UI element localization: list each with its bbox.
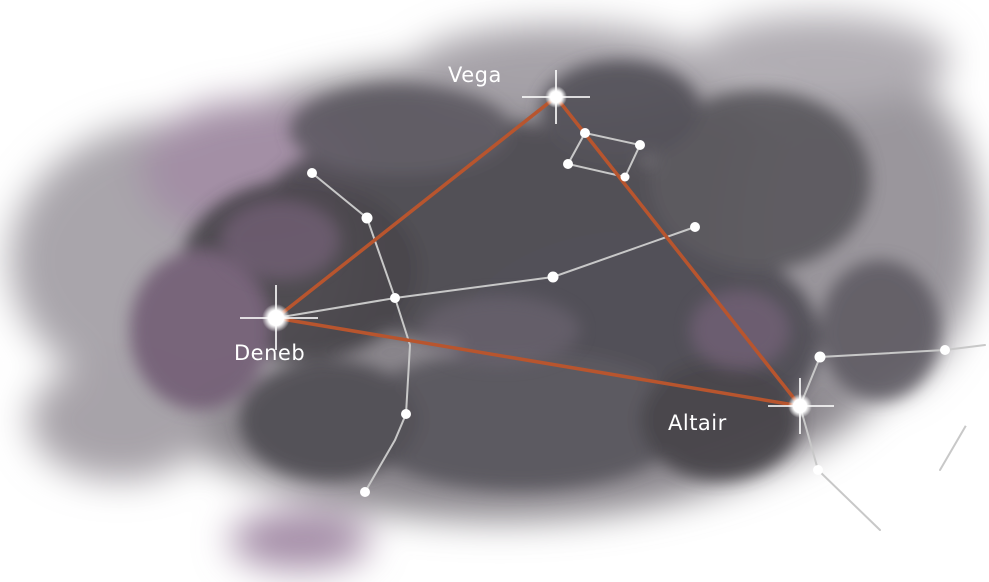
star-label-vega: Vega xyxy=(448,63,502,87)
star-dot xyxy=(813,465,823,475)
star-dot xyxy=(362,213,373,224)
star-dot xyxy=(548,272,559,283)
star-dot xyxy=(690,222,700,232)
aquila-line-right xyxy=(940,422,968,470)
star-dot xyxy=(621,173,630,182)
star-dot xyxy=(563,159,573,169)
star-dot xyxy=(815,352,826,363)
star-dot xyxy=(635,140,645,150)
star-dot xyxy=(390,293,400,303)
star-dot xyxy=(580,128,590,138)
star-dot xyxy=(401,409,411,419)
star-dot xyxy=(964,418,973,427)
star-dot xyxy=(360,487,370,497)
star-label-deneb: Deneb xyxy=(234,341,305,365)
star-dot xyxy=(307,168,317,178)
star-label-altair: Altair xyxy=(668,411,727,435)
star-dot xyxy=(940,345,950,355)
